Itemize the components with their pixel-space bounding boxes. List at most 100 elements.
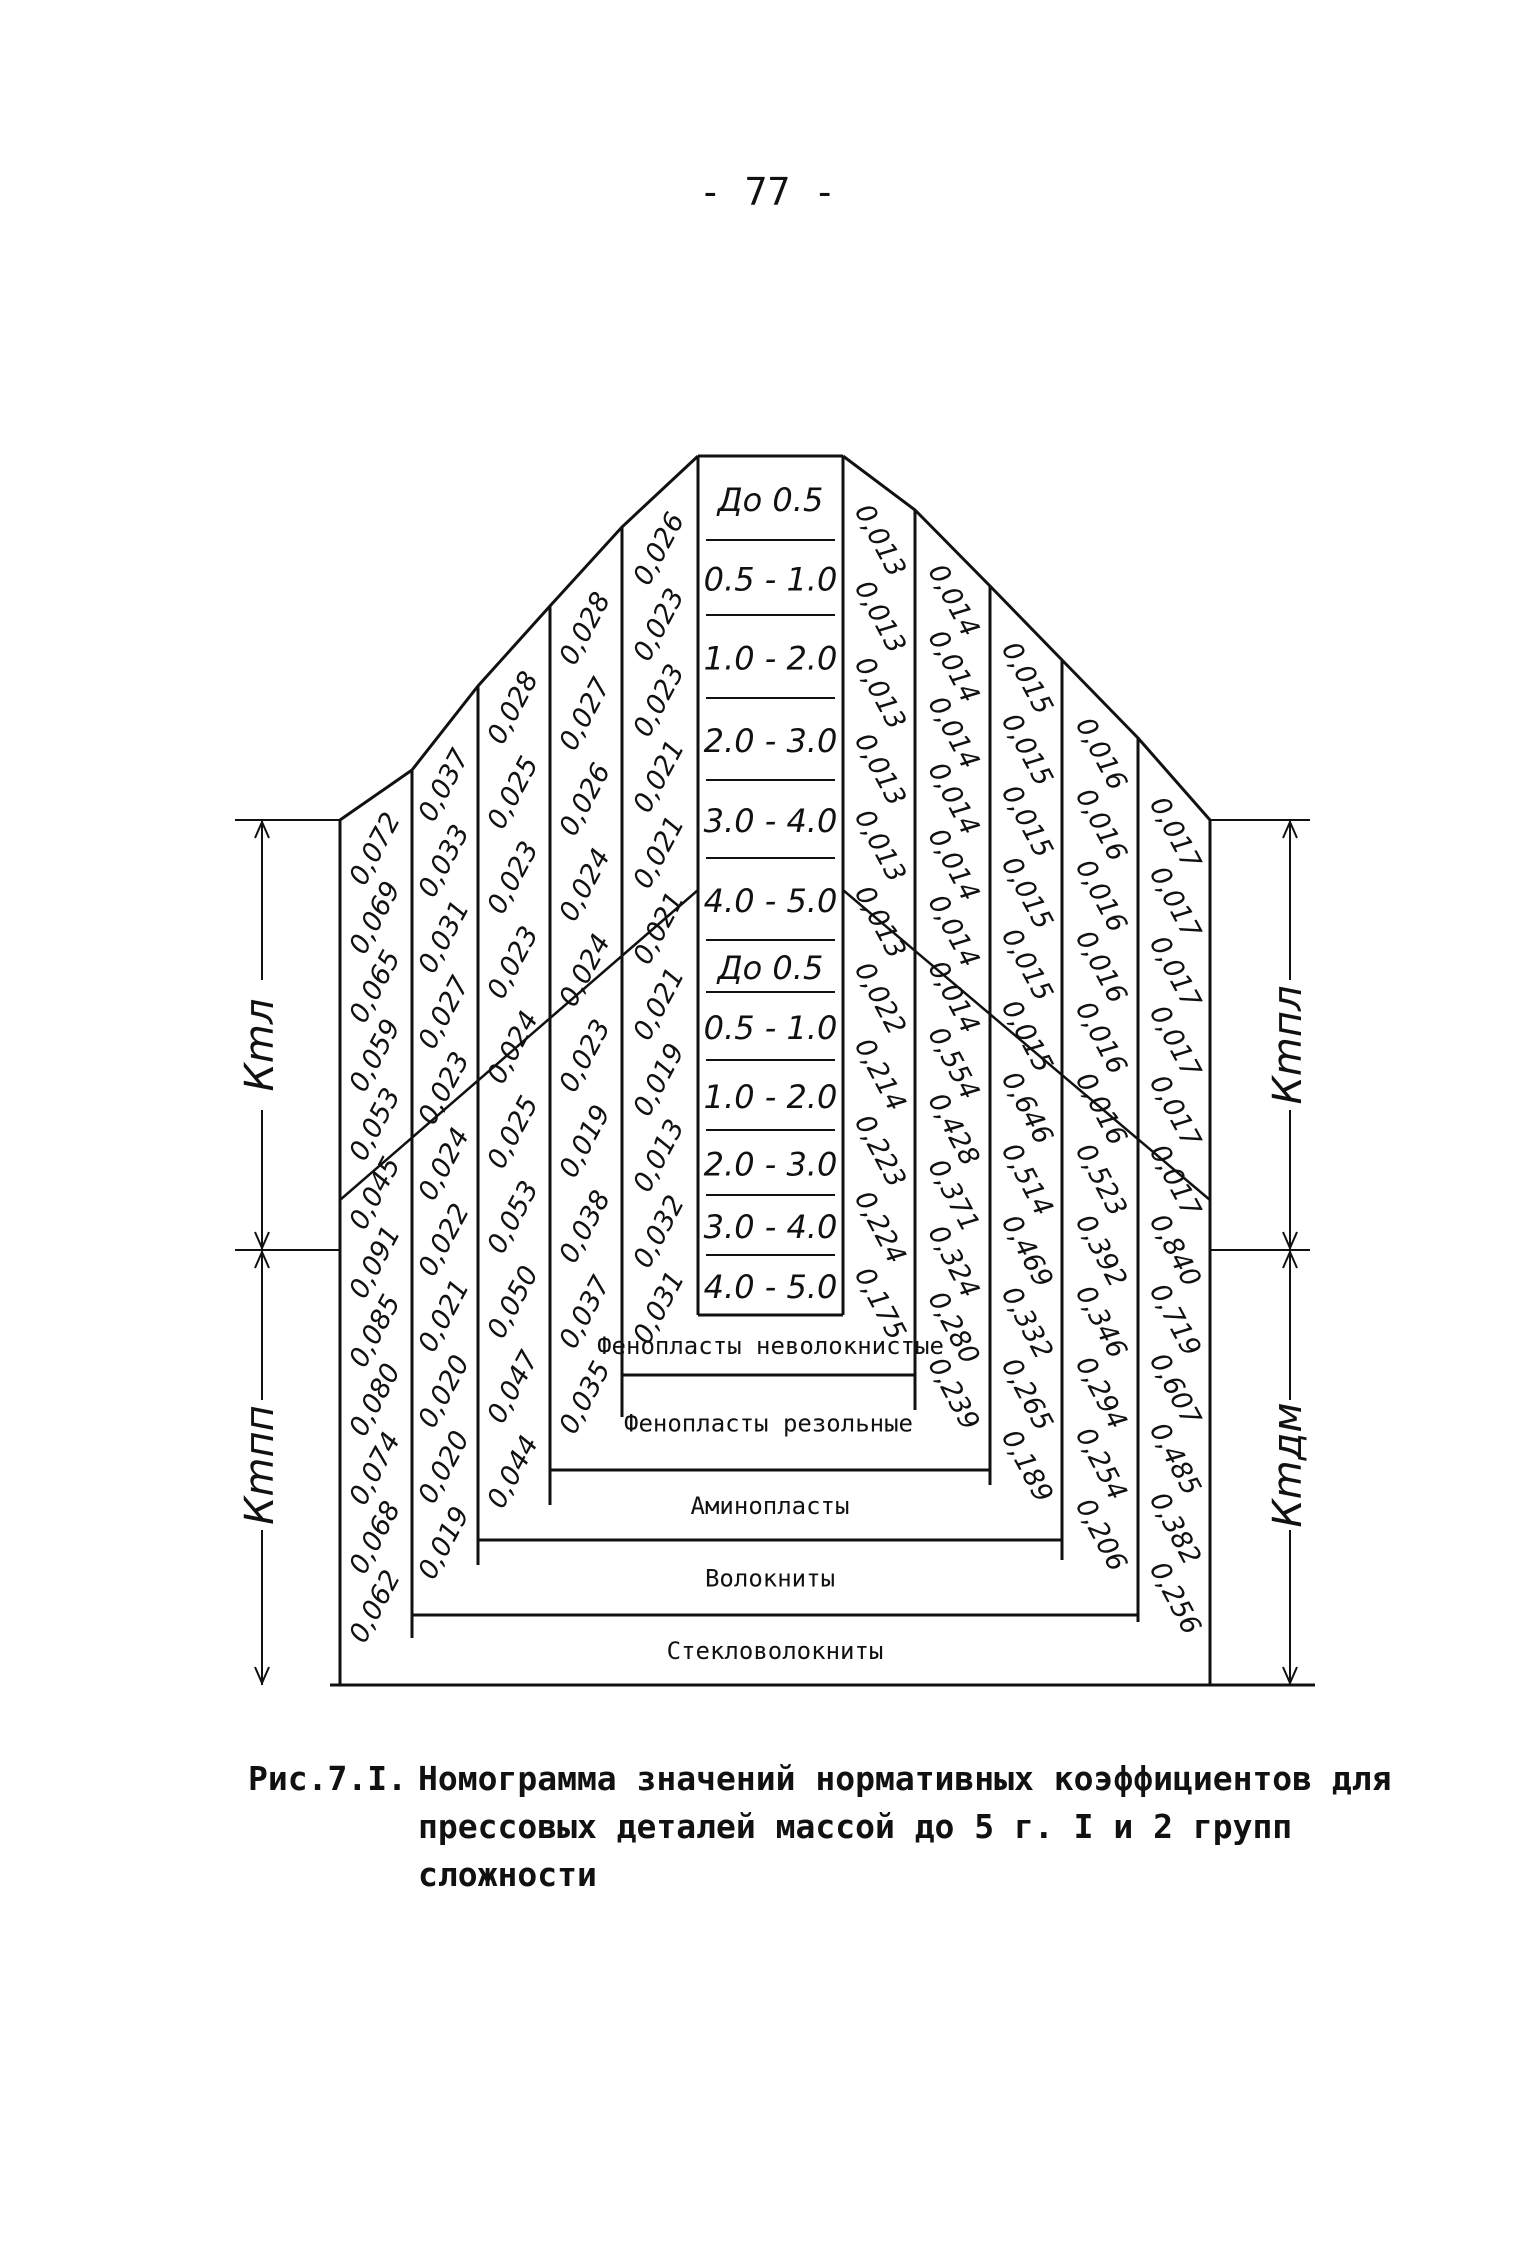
right-coefficient-value: 0,324 bbox=[922, 1220, 986, 1303]
left-coefficient-value: 0,068 bbox=[343, 1496, 407, 1579]
mass-range-label: 4.0 - 5.0 bbox=[704, 1268, 838, 1306]
left-coefficient-value: 0,025 bbox=[481, 751, 545, 834]
right-coefficient-value: 0,189 bbox=[995, 1425, 1059, 1508]
left-coefficient-value: 0,023 bbox=[553, 1015, 617, 1098]
left-coefficient-value: 0,065 bbox=[343, 945, 407, 1028]
right-coefficient-value: 0,840 bbox=[1143, 1209, 1207, 1292]
left-coefficient-value: 0,020 bbox=[412, 1350, 476, 1433]
right-coefficient-value: 0,016 bbox=[1069, 855, 1133, 938]
left-coefficient-value: 0,080 bbox=[343, 1359, 407, 1442]
right-coefficient-value: 0,554 bbox=[922, 1022, 986, 1105]
dimension-arrowhead bbox=[254, 1249, 270, 1269]
material-label: Фенопласты резольные bbox=[624, 1410, 913, 1438]
left-coefficient-value: 0,069 bbox=[343, 876, 407, 959]
left-coefficient-value: 0,019 bbox=[553, 1100, 617, 1183]
left-coefficient-value: 0,028 bbox=[481, 667, 545, 750]
right-coefficient-value: 0,015 bbox=[995, 852, 1059, 935]
mass-range-column: До 0.50.5 - 1.01.0 - 2.02.0 - 3.03.0 - 4… bbox=[704, 481, 838, 1306]
right-coefficient-value: 0,382 bbox=[1143, 1487, 1207, 1570]
mass-range-label: 4.0 - 5.0 bbox=[704, 882, 838, 920]
right-coefficient-value: 0,719 bbox=[1143, 1279, 1207, 1362]
right-coefficient-value: 0,214 bbox=[848, 1034, 912, 1117]
right-coefficient-value: 0,022 bbox=[848, 957, 912, 1040]
right-coefficient-value: 0,523 bbox=[1069, 1139, 1133, 1222]
left-coefficient-value: 0,023 bbox=[481, 836, 545, 919]
right-coefficient-value: 0,016 bbox=[1069, 784, 1133, 867]
right-upper-dimension-label: Кmпл bbox=[1265, 985, 1311, 1104]
label-bg bbox=[240, 980, 284, 1110]
left-coefficient-value: 0,072 bbox=[343, 808, 407, 891]
left-coefficient-value: 0,047 bbox=[481, 1346, 545, 1429]
left-coefficient-value: 0,021 bbox=[627, 887, 691, 970]
left-coefficient-value: 0,023 bbox=[481, 921, 545, 1004]
left-coefficient-value: 0,026 bbox=[627, 508, 691, 591]
mass-range-label: 2.0 - 3.0 bbox=[704, 722, 838, 760]
right-coefficient-value: 0,469 bbox=[995, 1210, 1059, 1293]
dimension-arrowhead bbox=[1282, 819, 1298, 839]
material-label: Аминопласты bbox=[691, 1492, 850, 1520]
figure-caption-text: Номограмма значений нормативных коэффици… bbox=[418, 1759, 1392, 1894]
left-coefficient-value: 0,025 bbox=[481, 1091, 545, 1174]
right-coefficient-value: 0,014 bbox=[922, 758, 986, 841]
right-coefficient-value: 0,015 bbox=[995, 995, 1059, 1078]
right-coefficient-value: 0,646 bbox=[995, 1067, 1059, 1150]
right-coefficient-value: 0,254 bbox=[1069, 1423, 1133, 1506]
page-number: - 77 - bbox=[698, 170, 837, 214]
right-coefficient-value: 0,514 bbox=[995, 1138, 1059, 1221]
right-lower-dimension-label: Кmдм bbox=[1265, 1402, 1311, 1527]
left-panel-split-diagonal bbox=[339, 889, 699, 1201]
right-coefficient-value: 0,013 bbox=[848, 499, 912, 582]
left-panel-roof bbox=[339, 454, 700, 822]
label-bg bbox=[1268, 1400, 1312, 1530]
left-coefficient-value: 0,023 bbox=[627, 659, 691, 742]
right-coefficient-value: 0,371 bbox=[922, 1154, 986, 1237]
right-coefficient-value: 0,015 bbox=[995, 637, 1059, 720]
mass-range-label: 1.0 - 2.0 bbox=[704, 640, 838, 678]
left-upper-dimension-label: Кmл bbox=[237, 999, 283, 1092]
label-bg bbox=[240, 1400, 284, 1530]
left-coefficient-value: 0,013 bbox=[627, 1114, 691, 1197]
mass-range-label: 2.0 - 3.0 bbox=[704, 1146, 838, 1184]
right-coefficient-value: 0,332 bbox=[995, 1282, 1059, 1365]
left-coefficient-value: 0,024 bbox=[553, 929, 617, 1012]
right-panel-split-diagonal bbox=[842, 889, 1211, 1201]
left-coefficient-value: 0,033 bbox=[412, 820, 476, 903]
right-coefficient-value: 0,015 bbox=[995, 780, 1059, 863]
right-coefficient-value: 0,294 bbox=[1069, 1352, 1133, 1435]
left-coefficient-value: 0,031 bbox=[412, 896, 476, 979]
left-coefficient-value: 0,021 bbox=[627, 811, 691, 894]
material-label: Стекловолокниты bbox=[667, 1637, 884, 1665]
left-coefficient-value: 0,050 bbox=[481, 1261, 545, 1344]
right-panel-roof bbox=[842, 454, 1212, 821]
left-coefficient-value: 0,021 bbox=[412, 1274, 476, 1357]
mass-range-label: 3.0 - 4.0 bbox=[704, 802, 838, 840]
dimension-arrowhead bbox=[254, 1231, 270, 1251]
label-bg bbox=[1268, 980, 1312, 1110]
left-coefficient-value: 0,059 bbox=[343, 1014, 407, 1097]
left-coefficient-value: 0,022 bbox=[412, 1199, 476, 1282]
right-coefficient-value: 0,428 bbox=[922, 1088, 986, 1171]
dimension-arrowhead bbox=[254, 819, 270, 839]
right-coefficient-value: 0,016 bbox=[1069, 926, 1133, 1009]
right-coefficient-value: 0,014 bbox=[922, 625, 986, 708]
mass-range-label: 0.5 - 1.0 bbox=[704, 1009, 838, 1047]
left-coefficient-value: 0,045 bbox=[343, 1152, 407, 1235]
right-coefficient-value: 0,013 bbox=[848, 805, 912, 888]
right-coefficient-value: 0,346 bbox=[1069, 1281, 1133, 1364]
right-coefficient-value: 0,017 bbox=[1143, 1070, 1207, 1153]
right-coefficient-value: 0,223 bbox=[848, 1110, 912, 1193]
material-label: Волокниты bbox=[705, 1565, 835, 1593]
left-coefficient-value: 0,024 bbox=[412, 1123, 476, 1206]
right-coefficient-value: 0,256 bbox=[1143, 1557, 1207, 1640]
nomogram-structure bbox=[235, 454, 1315, 1687]
right-coefficient-value: 0,016 bbox=[1069, 713, 1133, 796]
dimension-arrowhead bbox=[1282, 1249, 1298, 1269]
left-coefficient-value: 0,038 bbox=[553, 1186, 617, 1269]
right-coefficient-value: 0,239 bbox=[922, 1353, 986, 1436]
left-coefficient-value: 0,026 bbox=[553, 758, 617, 841]
left-coefficient-value: 0,053 bbox=[481, 1176, 545, 1259]
left-coefficient-value: 0,027 bbox=[412, 971, 476, 1054]
